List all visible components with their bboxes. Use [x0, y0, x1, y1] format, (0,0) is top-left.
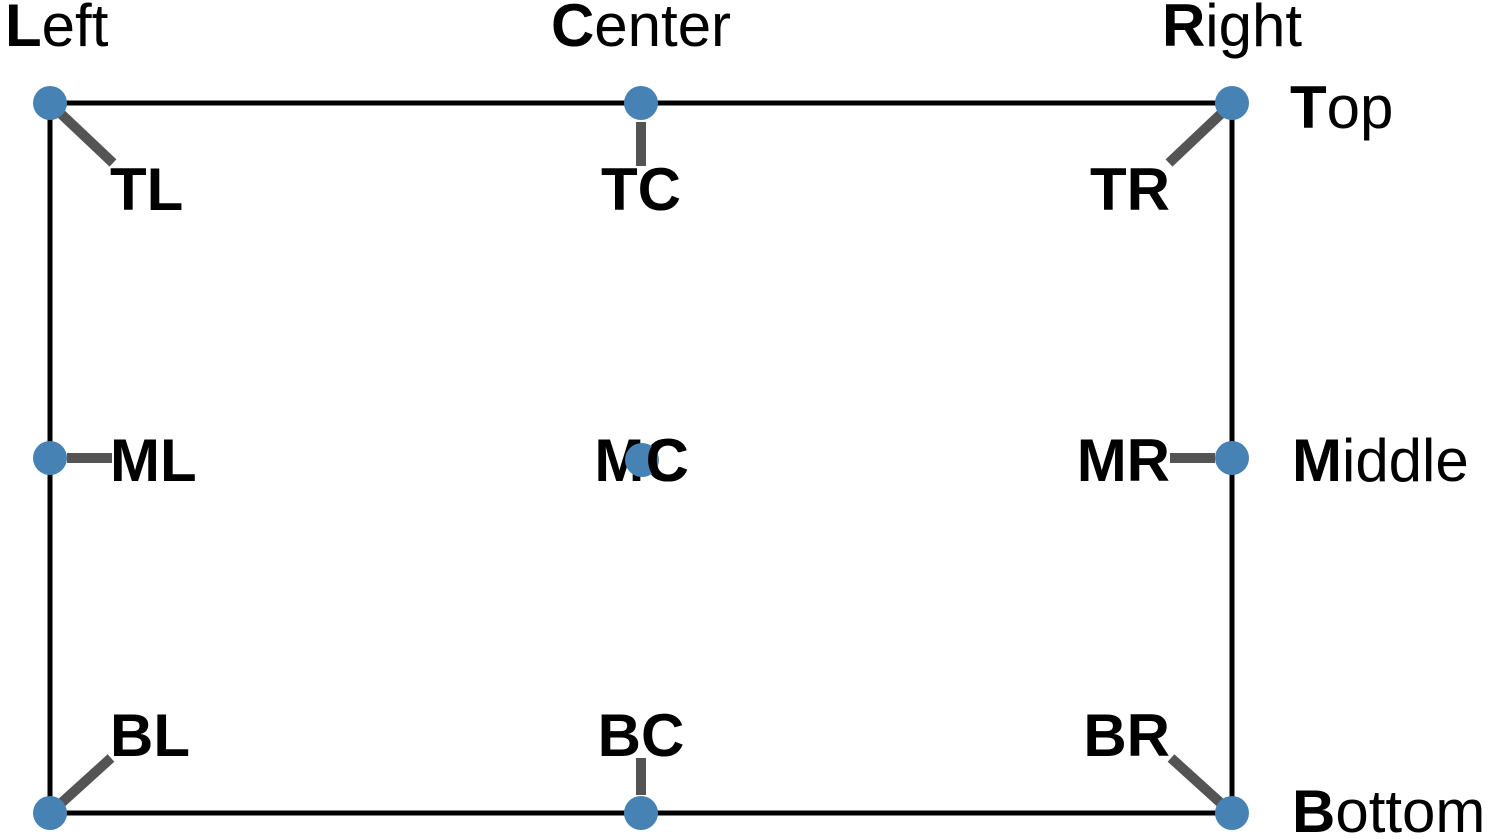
anchor-point-ml	[33, 441, 67, 475]
anchor-label-tl: TL	[110, 156, 183, 223]
outer-label-middle-bold: M	[1292, 427, 1342, 494]
connector-br	[1167, 754, 1228, 810]
outer-label-top-rest: op	[1327, 74, 1394, 141]
connector-bl	[54, 754, 115, 810]
anchor-point-mr	[1215, 441, 1249, 475]
anchor-label-bc: BC	[598, 702, 685, 769]
anchor-point-tr	[1215, 86, 1249, 120]
outer-label-middle-rest: iddle	[1342, 427, 1469, 494]
outer-label-top: Top	[1290, 74, 1393, 141]
outer-label-right: Right	[1162, 0, 1302, 59]
anchor-point-br	[1215, 796, 1249, 830]
anchor-label-mr: MR	[1077, 427, 1170, 494]
anchor-label-br: BR	[1083, 702, 1170, 769]
anchor-label-tr: TR	[1090, 156, 1170, 223]
anchor-label-ml: ML	[110, 427, 197, 494]
outer-label-right-rest: ight	[1205, 0, 1302, 59]
outer-label-left: Left	[5, 0, 109, 59]
anchor-point-tl	[33, 86, 67, 120]
outer-label-center-bold: C	[551, 0, 594, 59]
anchor-point-bc	[624, 796, 658, 830]
outer-label-center-rest: enter	[594, 0, 731, 59]
outer-label-top-bold: T	[1290, 74, 1327, 141]
anchor-label-bl: BL	[110, 702, 190, 769]
anchor-point-mc	[625, 443, 659, 477]
outer-label-bottom: Bottom	[1292, 778, 1485, 839]
anchor-point-bl	[33, 796, 67, 830]
outer-label-left-rest: eft	[42, 0, 109, 59]
anchor-label-tc: TC	[601, 156, 681, 223]
outer-label-center: Center	[551, 0, 731, 59]
outer-label-middle: Middle	[1292, 427, 1469, 494]
anchor-point-tc	[624, 86, 658, 120]
connector-tl	[54, 107, 117, 167]
outer-label-bottom-rest: ottom	[1335, 778, 1485, 839]
connector-tr	[1165, 107, 1228, 167]
outer-label-bottom-bold: B	[1292, 778, 1335, 839]
outer-label-right-bold: R	[1162, 0, 1205, 59]
outer-label-left-bold: L	[5, 0, 42, 59]
anchor-label-mc-overlay: C	[646, 427, 689, 494]
